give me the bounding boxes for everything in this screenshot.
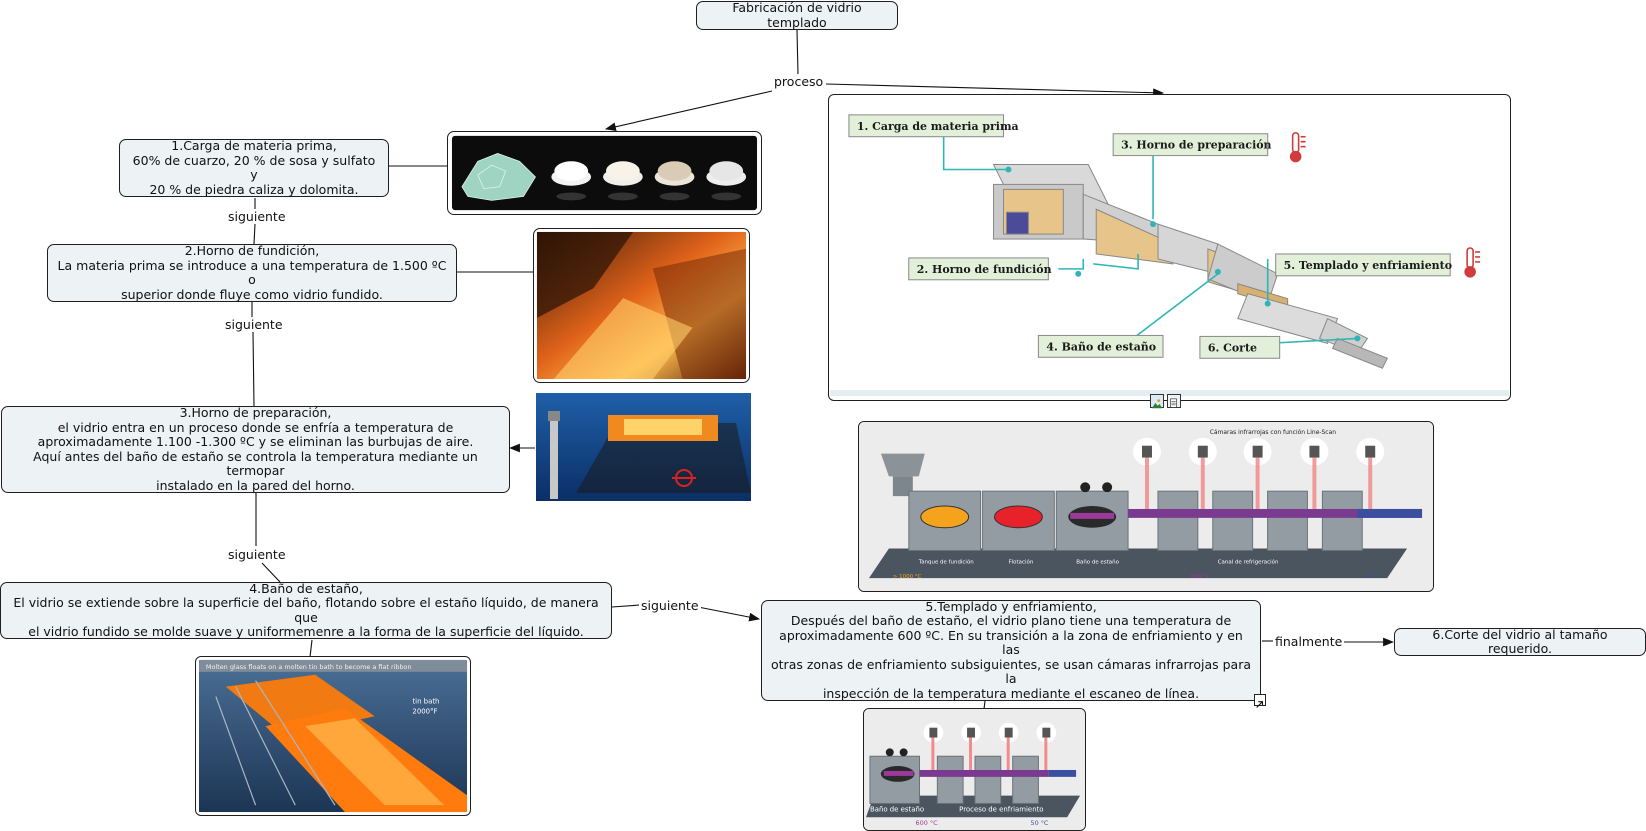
link-label-proceso: proceso: [772, 74, 826, 89]
node-corte-vidrio[interactable]: 6.Corte del vidrio al tamaño requerido.: [1394, 627, 1646, 656]
cooling-temp-label: 50 °C: [1030, 819, 1048, 827]
root-node[interactable]: Fabricación de vidrio templado: [696, 0, 898, 30]
infrared-zone-label: Tanque de fundición: [918, 558, 974, 565]
infrared-zone-label: Flotación: [1008, 558, 1033, 565]
link-arrow-icon[interactable]: [1254, 694, 1266, 708]
infrared-zone-label: Canal de refrigeración: [1218, 558, 1279, 565]
cooling-zone-label: Baño de estaño: [870, 805, 924, 813]
infrared-title: Cámaras infrarrojas con función Line-Sca…: [1210, 429, 1336, 436]
cooling-process-diagram[interactable]: Baño de estaño Proceso de enfriamiento 6…: [863, 708, 1086, 831]
infrared-temp-label: 600 °C: [1191, 574, 1210, 580]
node-horno-fundicion[interactable]: 2.Horno de fundición, La materia prima s…: [47, 243, 457, 302]
image-icon[interactable]: [1150, 394, 1164, 409]
step-label-1: 1. Carga de materia prima: [857, 120, 1019, 133]
infrared-zone-label: Baño de estaño: [1076, 559, 1119, 565]
thermometer-icon: [1464, 247, 1481, 278]
link-label-siguiente: siguiente: [223, 317, 285, 332]
link-label-finalmente: finalmente: [1273, 634, 1345, 649]
step-label-3: 3. Horno de preparación: [1121, 139, 1271, 152]
infrared-cameras-diagram[interactable]: Cámaras infrarrojas con función Line-Sca…: [858, 421, 1434, 592]
tin-bath-label: tin bath: [412, 697, 439, 705]
node-carga-materia-prima[interactable]: 1.Carga de materia prima, 60% de cuarzo,…: [119, 138, 389, 197]
tin-bath-image[interactable]: Molten glass floats on a molten tin bath…: [195, 656, 471, 816]
step-label-5: 5. Templado y enfriamiento: [1284, 259, 1452, 272]
preparation-furnace-image[interactable]: [536, 393, 751, 501]
cooling-zone-label: Proceso de enfriamiento: [959, 805, 1043, 813]
tin-bath-caption: Molten glass floats on a molten tin bath…: [206, 663, 412, 671]
tin-bath-temp: 2000°F: [412, 707, 437, 715]
step-label-2: 2. Horno de fundición: [917, 263, 1052, 276]
thermometer-icon: [1289, 131, 1306, 163]
raw-materials-image[interactable]: [447, 131, 762, 215]
infrared-temp-label: 50 °C: [1365, 574, 1380, 580]
node-bano-estano[interactable]: 4.Baño de estaño, El vidrio se extiende …: [0, 581, 612, 639]
node-horno-preparacion[interactable]: 3.Horno de preparación, el vidrio entra …: [1, 405, 510, 493]
infrared-temp-label: > 1000 °C: [893, 574, 922, 580]
step-label-6: 6. Corte: [1208, 341, 1257, 354]
furnace-image[interactable]: [533, 228, 750, 383]
link-label-siguiente: siguiente: [226, 547, 288, 562]
node-templado-enfriamiento[interactable]: 5.Templado y enfriamiento, Después del b…: [761, 599, 1261, 701]
notes-icon[interactable]: [1167, 394, 1181, 408]
cooling-temp-label: 600 °C: [916, 819, 939, 827]
step-label-4: 4. Baño de estaño: [1046, 340, 1156, 353]
process-diagram[interactable]: 1. Carga de materia prima 3. Horno de pr…: [828, 94, 1511, 401]
link-label-siguiente: siguiente: [639, 598, 701, 613]
link-label-siguiente: siguiente: [226, 209, 288, 224]
